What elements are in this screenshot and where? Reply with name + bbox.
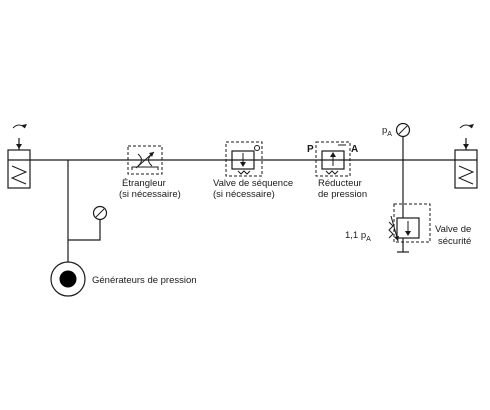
label-reducteur-1: Réducteur (318, 178, 362, 189)
label-sequence-1: Valve de séquence (213, 178, 293, 189)
right-actuator (454, 124, 478, 189)
label-securite-2: sécurité (438, 236, 471, 247)
label-pa2: 1,1 pA (345, 230, 371, 243)
label-generateurs: Générateurs de pression (92, 275, 197, 286)
safety-valve (388, 203, 431, 253)
pressure-gauge-right (395, 122, 411, 138)
label-sequence-2: (si nécessaire) (213, 189, 275, 200)
port-a-label: A (351, 144, 358, 155)
pressure-generator (50, 261, 86, 297)
label-etrangleur-1: Étrangleur (122, 178, 166, 189)
port-p-label: P (307, 144, 314, 155)
pressure-gauge-left (92, 205, 108, 221)
sequence-valve (225, 141, 263, 177)
label-reducteur-2: de pression (318, 189, 367, 200)
left-actuator (7, 124, 31, 189)
branch-gauge-left (68, 220, 101, 241)
pressure-reducer (315, 141, 351, 177)
label-etrangleur-2: (si nécessaire) (119, 189, 181, 200)
throttle-valve (127, 145, 163, 175)
label-securite-1: Valve de (435, 224, 471, 235)
label-pa: pA (382, 125, 392, 138)
